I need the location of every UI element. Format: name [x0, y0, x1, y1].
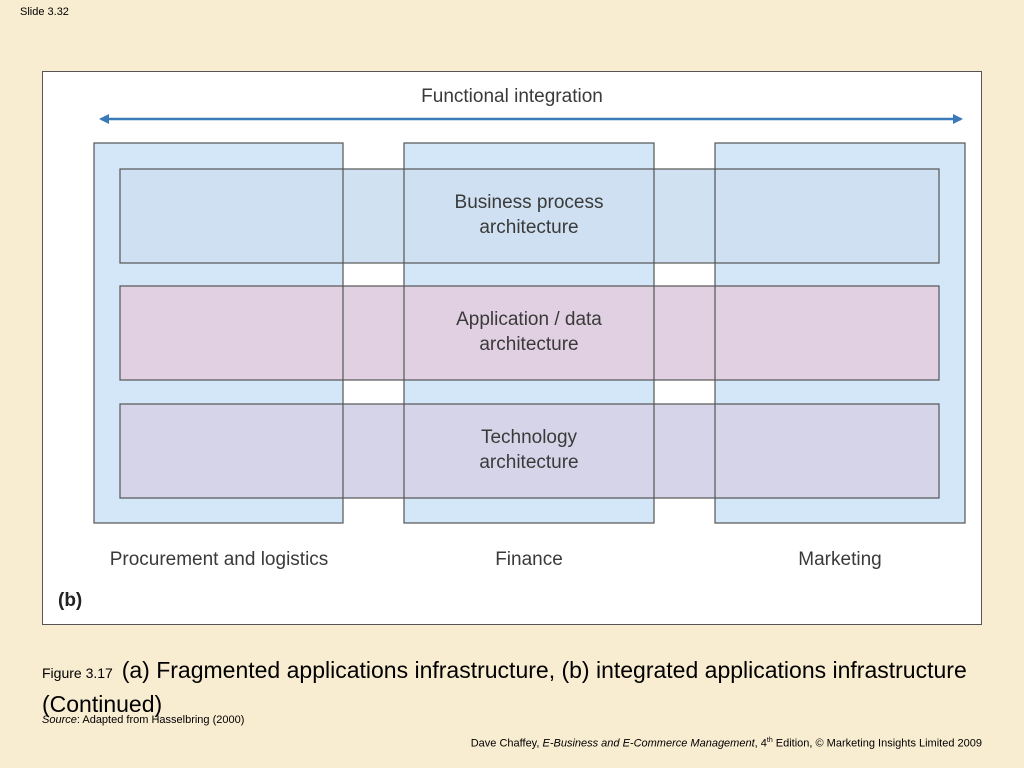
- caption-label: Figure 3.17: [42, 665, 113, 681]
- footer-edition-sup: th: [766, 737, 773, 744]
- integration-diagram: [93, 114, 966, 524]
- row-label-business-process: Business process architecture: [454, 192, 604, 238]
- column-label-finance: Finance: [495, 549, 563, 570]
- column-label-marketing: Marketing: [798, 549, 882, 570]
- source-text: : Adapted from Hasselbring (2000): [76, 714, 245, 726]
- slide-number: Slide 3.32: [20, 6, 69, 18]
- panel-tag: (b): [58, 590, 83, 611]
- footer-edition-prefix: , 4: [754, 737, 767, 750]
- footer-credit: Dave Chaffey, E-Business and E-Commerce …: [471, 737, 982, 750]
- column-label-procurement: Procurement and logistics: [109, 549, 329, 570]
- row-application-data: [119, 285, 940, 381]
- footer-book-title: E-Business and E-Commerce Management: [542, 737, 755, 750]
- footer-author: Dave Chaffey,: [470, 737, 543, 750]
- source-word: Source: [42, 714, 77, 726]
- column-boundary-lines: [342, 169, 716, 498]
- footer-rest: Edition, © Marketing Insights Limited 20…: [772, 737, 982, 750]
- figure-panel: Functional integration Business process …: [42, 71, 982, 625]
- source-line: Source: Adapted from Hasselbring (2000): [42, 714, 244, 726]
- caption-text: (a) Fragmented applications infrastructu…: [42, 657, 967, 717]
- row-label-application-data: Application / data architecture: [456, 309, 602, 355]
- row-business-process: [119, 168, 940, 264]
- functional-integration-label: Functional integration: [421, 86, 603, 107]
- figure-caption: Figure 3.17 (a) Fragmented applications …: [42, 655, 992, 723]
- row-technology: [119, 403, 940, 499]
- row-label-technology: Technology architecture: [479, 427, 579, 473]
